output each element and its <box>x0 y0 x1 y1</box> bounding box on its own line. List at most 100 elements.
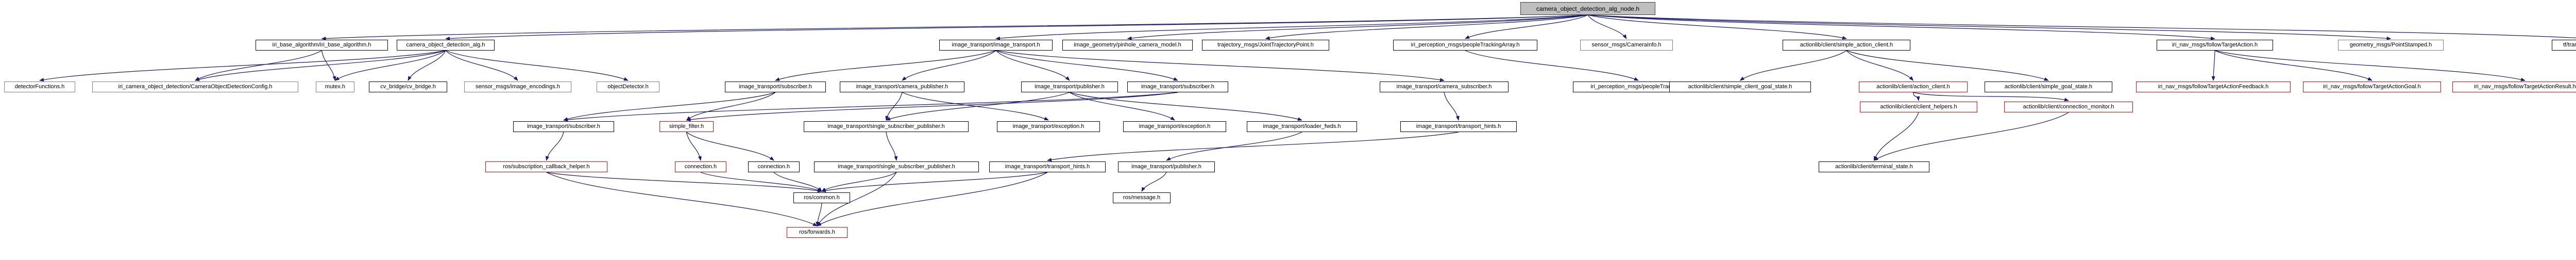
graph-node[interactable]: image_transport/single_subscriber_publis… <box>804 121 969 132</box>
graph-edge <box>334 50 446 81</box>
graph-node[interactable]: image_transport/image_transport.h <box>939 40 1053 51</box>
graph-edge <box>1166 132 1302 161</box>
graph-edge <box>1127 14 1588 40</box>
graph-edge <box>1587 14 2576 39</box>
graph-node[interactable]: cv_bridge/cv_bridge.h <box>369 82 447 92</box>
graph-node[interactable]: image_transport/subscriber.h <box>1127 82 1228 92</box>
graph-node[interactable]: ros/common.h <box>793 192 850 203</box>
graph-node[interactable]: image_transport/single_subscriber_publis… <box>814 161 979 172</box>
graph-edge <box>563 92 776 121</box>
graph-edge <box>1047 132 1459 162</box>
graph-node[interactable]: ros/forwards.h <box>787 227 848 238</box>
graph-edge <box>902 50 996 81</box>
graph-edge <box>1465 14 1588 39</box>
graph-edge <box>195 50 322 81</box>
graph-edge <box>885 92 903 121</box>
graph-edge <box>39 50 446 82</box>
graph-edge <box>445 50 518 81</box>
graph-edge <box>321 50 336 81</box>
graph-edge <box>563 92 1178 122</box>
graph-edge <box>1265 14 1588 40</box>
graph-node[interactable]: image_transport/exception.h <box>997 121 1100 132</box>
graph-node[interactable]: sensor_msgs/CameraInfo.h <box>1580 40 1673 51</box>
graph-edge <box>1846 50 1914 81</box>
graph-edge <box>1846 50 2049 81</box>
graph-edge <box>1141 172 1167 192</box>
graph-node[interactable]: image_transport/subscriber.h <box>513 121 614 132</box>
graph-node[interactable]: actionlib/client/client_helpers.h <box>1860 102 1977 112</box>
graph-edge <box>686 132 774 161</box>
graph-edge <box>700 172 822 192</box>
graph-edge <box>1444 92 1460 121</box>
graph-node[interactable]: actionlib/client/simple_client_goal_stat… <box>1669 82 1811 92</box>
graph-edge <box>1587 14 1847 40</box>
graph-node[interactable]: objectDetector.h <box>597 82 659 92</box>
graph-node[interactable]: image_transport/camera_subscriber.h <box>1380 82 1509 92</box>
graph-edge <box>2214 50 2526 82</box>
graph-edge <box>886 132 898 161</box>
graph-node[interactable]: trajectory_msgs/JointTrajectoryPoint.h <box>1202 40 1329 51</box>
graph-node[interactable]: iri_nav_msgs/followTargetActionFeedback.… <box>2136 82 2291 92</box>
graph-node[interactable]: ros/subscription_callback_helper.h <box>485 161 607 172</box>
graph-edge <box>686 132 702 161</box>
graph-node[interactable]: image_transport/camera_publisher.h <box>840 82 964 92</box>
graph-edge <box>2211 50 2215 81</box>
graph-edge <box>902 92 1049 121</box>
graph-edge <box>1587 14 2215 40</box>
graph-node[interactable]: actionlib/client/simple_goal_state.h <box>1985 82 2112 92</box>
graph-edge <box>773 172 822 192</box>
graph-edge <box>995 14 1588 40</box>
graph-edge <box>1069 92 1175 121</box>
graph-edge <box>1913 92 2069 102</box>
graph-node[interactable]: sensor_msgs/image_encodings.h <box>464 82 571 92</box>
graph-edge <box>821 172 1048 192</box>
graph-node[interactable]: actionlib/client/action_client.h <box>1859 82 1968 92</box>
graph-node[interactable]: iri_base_algorithm/iri_base_algorithm.h <box>256 40 388 51</box>
graph-edge <box>1587 14 1627 39</box>
graph-edge <box>445 14 1588 41</box>
graph-edge <box>546 172 818 226</box>
graph-edge <box>1873 112 1919 161</box>
graph-node[interactable]: image_transport/subscriber.h <box>725 82 826 92</box>
graph-node[interactable]: geometry_msgs/PointStamped.h <box>2338 40 2444 51</box>
graph-node-root[interactable]: camera_object_detection_alg_node.h <box>1520 2 1655 15</box>
graph-node[interactable]: image_transport/publisher.h <box>1021 82 1118 92</box>
graph-node[interactable]: image_transport/exception.h <box>1123 121 1226 132</box>
graph-node[interactable]: image_transport/publisher.h <box>1118 161 1215 172</box>
graph-edge <box>195 50 446 82</box>
graph-edge <box>816 203 822 226</box>
graph-edge <box>995 50 1070 81</box>
graph-node[interactable]: connection.h <box>675 161 726 172</box>
graph-node[interactable]: image_transport/loader_fwds.h <box>1247 121 1357 132</box>
graph-node[interactable]: image_transport/transport_hints.h <box>1400 121 1517 132</box>
graph-node[interactable]: iri_perception_msgs/peopleTrackingArray.… <box>1393 40 1537 51</box>
graph-edge <box>686 92 776 121</box>
graph-node[interactable]: ros/message.h <box>1113 192 1171 203</box>
graph-node[interactable]: actionlib/client/connection_monitor.h <box>2004 102 2133 112</box>
graph-edge <box>545 132 564 161</box>
graph-node[interactable]: simple_filter.h <box>659 121 714 132</box>
graph-edge <box>1912 92 1920 101</box>
graph-node[interactable]: iri_nav_msgs/followTargetActionGoal.h <box>2303 82 2441 92</box>
graph-edge <box>1873 112 2069 161</box>
graph-node[interactable]: camera_object_detection_alg.h <box>397 40 495 51</box>
graph-node[interactable]: iri_nav_msgs/followTargetAction.h <box>2157 40 2273 51</box>
graph-node[interactable]: image_geometry/pinhole_camera_model.h <box>1062 40 1193 51</box>
graph-edge <box>1465 50 1639 81</box>
graph-node[interactable]: iri_nav_msgs/followTargetActionResult.h <box>2452 82 2576 92</box>
graph-node[interactable]: iri_camera_object_detection/CameraObject… <box>92 82 298 92</box>
graph-edge <box>686 92 1178 122</box>
graph-edge <box>817 172 1048 226</box>
graph-edge <box>546 172 822 193</box>
graph-edge <box>321 14 1588 41</box>
graph-node[interactable]: actionlib/client/simple_action_client.h <box>1783 40 1910 51</box>
graph-node[interactable]: mutex.h <box>316 82 354 92</box>
graph-node[interactable]: actionlib/client/terminal_state.h <box>1819 161 1929 172</box>
graph-node[interactable]: image_transport/transport_hints.h <box>989 161 1106 172</box>
graph-edge <box>408 50 446 81</box>
graph-node[interactable]: detectorFunctions.h <box>4 82 75 92</box>
graph-edge <box>886 92 1070 121</box>
graph-node[interactable]: tf/transform_listener.h <box>2552 40 2576 51</box>
graph-node[interactable]: connection.h <box>748 161 800 172</box>
